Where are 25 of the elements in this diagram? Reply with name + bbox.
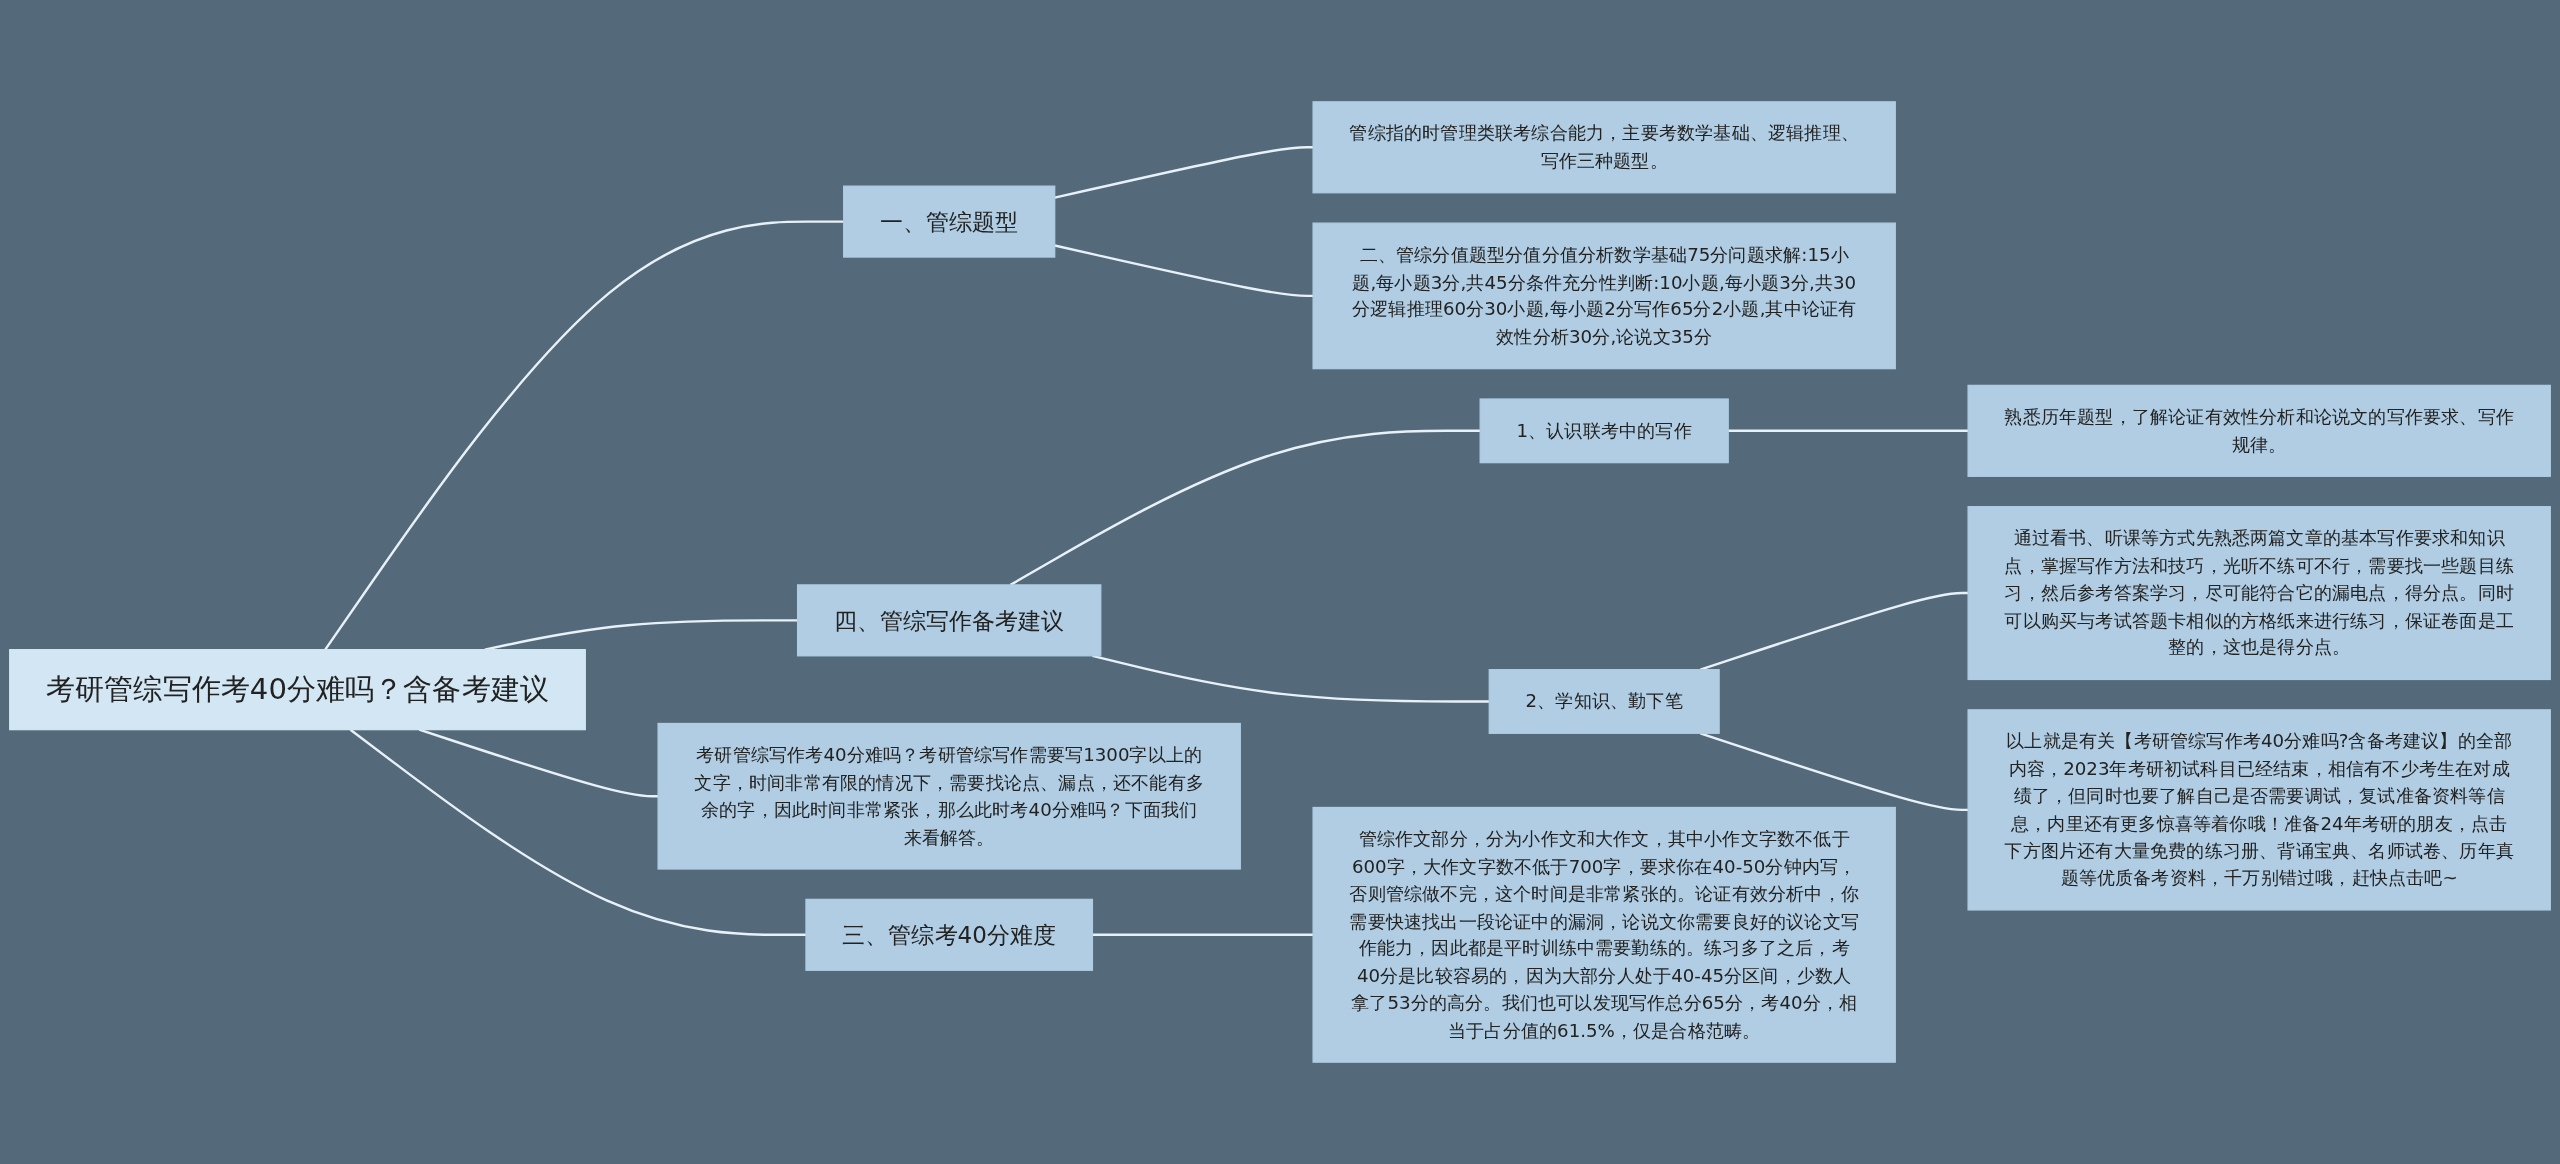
connector bbox=[418, 728, 659, 798]
node-box: 1、认识联考中的写作 bbox=[1479, 398, 1729, 464]
connector bbox=[1728, 429, 1969, 433]
node-box: 二、管综分值题型分值分值分析数学基础75分问题求解:15小题,每小题3分,共45分条件充分性判断:10小题,每小题3分,共30分逻辑推理60分30小题,每小题2分写作65分2小题,其中论证有效性分析30分,论说文35分 bbox=[1312, 222, 1896, 370]
node-box: 考研管综写作考40分难吗？考研管综写作需要写1300字以上的文字，时间非常有限的情况下，需要找论点、漏点，还不能有多余的字，因此时间非常紧张，那么此时考40分难吗？下面我们来看解答。 bbox=[657, 722, 1241, 870]
node-box: 四、管综写作备考建议 bbox=[796, 584, 1102, 657]
node-box: 一、管综题型 bbox=[843, 185, 1056, 258]
connector bbox=[1009, 429, 1481, 586]
node-box: 熟悉历年题型，了解论证有效性分析和论说文的写作要求、写作规律。 bbox=[1967, 384, 2551, 477]
node-box: 管综指的时管理类联考综合能力，主要考数学基础、逻辑推理、写作三种题型。 bbox=[1312, 101, 1896, 194]
connector bbox=[1700, 732, 1969, 812]
node-box: 2、学知识、勤下笔 bbox=[1488, 669, 1720, 734]
connector bbox=[349, 728, 806, 937]
node-box: 三、管综考40分难度 bbox=[805, 898, 1094, 971]
connector bbox=[484, 619, 798, 651]
node-box: 通过看书、听课等方式先熟悉两篇文章的基本写作要求和知识点，掌握写作方法和技巧，光听不练可不行，需要找一些题目练习，然后参考答案学习，尽可能符合它的漏电点，得分点。同时可以购买与考试答题卡相似的方格纸来进行练习，保证卷面是工整的，这也是得分点。 bbox=[1967, 506, 2551, 681]
connector bbox=[1092, 933, 1314, 937]
node-box: 以上就是有关【考研管综写作考40分难吗?含备考建议】的全部内容，2023年考研初试科目已经结束，相信有不少考生在对成绩了，但同时也要了解自己是否需要调试，复试准备资料等信息，内里还有更多惊喜等着你哦！准备24年考研的朋友，点击下方图片还有大量免费的练习册、背诵宝典、名师试卷、历年真题等优质备考资料，千万别错过哦，赶快点击吧~ bbox=[1967, 709, 2551, 911]
node-box: 管综作文部分，分为小作文和大作文，其中小作文字数不低于600字，大作文字数不低于700字，要求你在40-50分钟内写，否则管综做不完，这个时间是非常紧张的。论证有效分析中，你需要快速找出一段论证中的漏洞，论说文你需要良好的议论文写作能力，因此都是平时训练中需要勤练的。练习多了之后，考40分是比较容易的，因为大部分人处于40-45分区间，少数人拿了53分的高分。我们也可以发现写作总分65分，考40分，相当于占分值的61.5%，仅是合格范畴。 bbox=[1312, 806, 1896, 1063]
connector bbox=[1054, 244, 1314, 298]
connector bbox=[1700, 591, 1969, 671]
connector bbox=[1092, 654, 1490, 703]
connector bbox=[324, 220, 844, 651]
connector bbox=[1054, 146, 1314, 199]
node-box: 考研管综写作考40分难吗？含备考建议 bbox=[9, 649, 586, 731]
